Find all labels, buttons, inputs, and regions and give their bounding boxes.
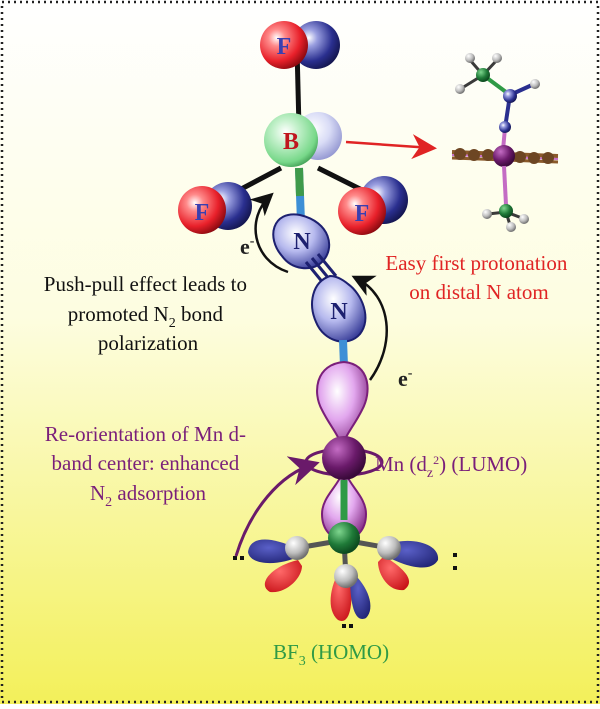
lone-pair-dot [233, 556, 237, 560]
lone-pair-dot [453, 566, 457, 570]
reorientation-annotation: Re-orientation of Mn d- band center: enh… [45, 422, 251, 510]
hydrogen-atom [506, 222, 516, 232]
electron-label-left: e- [240, 234, 255, 259]
fluorine-label-right: F [355, 201, 370, 227]
mn-dz2-orbital [304, 360, 384, 542]
push-pull-annotation: Push-pull effect leads to promoted N2 bo… [44, 272, 252, 355]
homo-red-lobe [264, 560, 302, 593]
hydrogen-atom [530, 79, 540, 89]
lone-pair-dot [240, 556, 244, 560]
fluorine-atom-left [178, 186, 226, 234]
pointer-arrow-to-inset [345, 134, 437, 160]
boron-label: B [283, 129, 299, 155]
hydrogen-atom [519, 214, 529, 224]
bf3-homo-label: BF3 (HOMO) [273, 640, 389, 669]
nitrogen-label-distal: N [293, 229, 311, 255]
boron-atom [264, 113, 318, 167]
inset-structure [451, 53, 559, 232]
electron-flow-arrow-right [351, 275, 388, 381]
fluorine-label-top: F [277, 34, 292, 60]
fluorine-label-left: F [195, 200, 210, 226]
bf3-lewis-acid: F F F B [178, 21, 408, 235]
lone-pair-dot [342, 624, 346, 628]
protonation-annotation: Easy first protonation on distal N atom [385, 251, 572, 304]
fluorine-atom-right [338, 187, 386, 235]
fluorine-atom-homo [285, 536, 309, 560]
fluorine-atom-homo [377, 536, 401, 560]
fluorine-atom-top [260, 21, 308, 69]
hydrogen-atom [455, 84, 465, 94]
electron-label-right: e- [398, 366, 413, 391]
mn-atom-small [493, 145, 515, 167]
mn-atom [322, 436, 366, 480]
nitrogen-label-proximal: N [330, 299, 348, 325]
lone-pair-dot [453, 553, 457, 557]
bf3-homo-orbital [233, 522, 457, 628]
nitrogen-atom-small [503, 89, 517, 103]
hydrogen-atom [492, 53, 502, 63]
boron-atom-homo [328, 522, 360, 554]
homo-red-lobe [378, 556, 410, 591]
hydrogen-atom [465, 53, 475, 63]
nitrogen-lobe-distal [272, 213, 331, 270]
reorientation-arrow [234, 456, 320, 557]
hydrogen-atom [482, 209, 492, 219]
lone-pair-dot [349, 624, 353, 628]
b-n-bond-green-segment [295, 167, 304, 197]
fluorine-atom-homo [334, 564, 358, 588]
nitrogen-atom-small [499, 121, 511, 133]
boron-atom-small [476, 68, 490, 82]
mn-dz2-lumo-label: Mn (dz2) (LUMO) [375, 452, 527, 481]
electron-flow-arrow-left [249, 192, 289, 274]
boron-atom-small [499, 204, 513, 218]
